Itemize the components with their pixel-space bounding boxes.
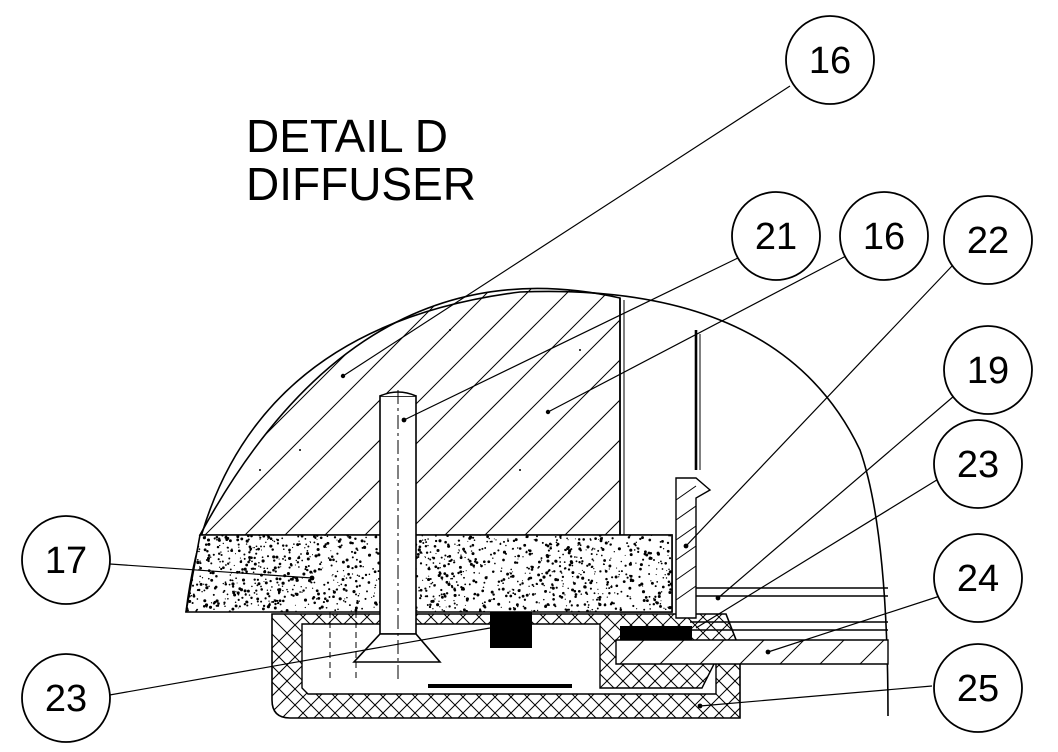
callout-24: 24 <box>933 533 1023 623</box>
dome-outline <box>198 287 621 536</box>
title-line-1: DETAIL D <box>246 110 448 162</box>
gasket-block-left <box>490 612 532 648</box>
callout-22: 22 <box>943 195 1033 285</box>
detail-boundary-arc <box>185 290 889 717</box>
svg-text:23: 23 <box>957 444 999 486</box>
svg-text:25: 25 <box>957 668 999 710</box>
callout-16-top: 16 <box>785 15 875 105</box>
svg-text:17: 17 <box>45 540 87 582</box>
leader-lines <box>103 85 955 707</box>
callout-23-right: 23 <box>933 419 1023 509</box>
callout-25: 25 <box>933 643 1023 733</box>
svg-text:23: 23 <box>45 678 87 720</box>
callout-19: 19 <box>943 325 1033 415</box>
callout-16-mid: 16 <box>839 191 929 281</box>
foam-band <box>185 534 673 613</box>
tray <box>271 613 741 719</box>
svg-text:24: 24 <box>957 558 999 600</box>
callout-17: 17 <box>21 515 111 605</box>
svg-text:16: 16 <box>863 216 905 258</box>
leader-dots <box>309 417 771 709</box>
svg-text:22: 22 <box>967 220 1009 262</box>
cover-strip <box>615 587 889 665</box>
svg-text:19: 19 <box>967 350 1009 392</box>
vertical-profile <box>675 330 712 619</box>
gasket-block-right <box>620 626 692 640</box>
callout-23-left: 23 <box>21 653 111 743</box>
title-line-2: DIFFUSER <box>246 158 476 210</box>
svg-text:21: 21 <box>755 216 797 258</box>
svg-text:16: 16 <box>809 40 851 82</box>
screw <box>329 390 442 680</box>
callout-21: 21 <box>731 191 821 281</box>
dome-dots <box>259 329 581 501</box>
